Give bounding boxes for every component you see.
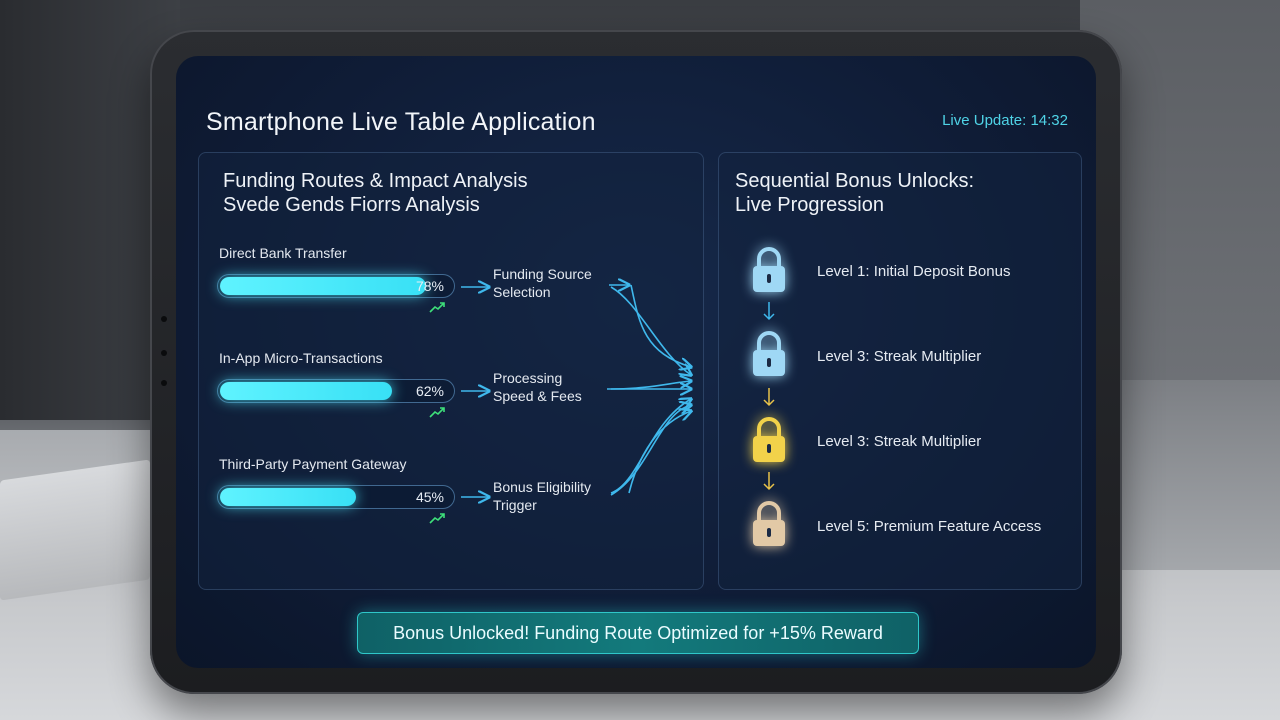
camera-dot — [161, 316, 167, 322]
route-progress-bar: 78% — [217, 274, 455, 298]
lock-icon — [753, 247, 785, 292]
live-update-status: Live Update: 14:32 — [942, 112, 1068, 129]
tablet-device: Smartphone Live Table Application Live U… — [150, 30, 1122, 694]
step-line: Trigger — [493, 497, 537, 513]
route-label-payment-gateway: Third-Party Payment Gateway — [219, 456, 407, 472]
lock-icon — [753, 331, 785, 376]
background-laptop-right — [1110, 380, 1280, 570]
sensor-dot — [161, 350, 167, 356]
down-arrow-icon — [763, 472, 775, 491]
trend-up-icon — [429, 407, 445, 418]
trend-up-icon — [429, 513, 445, 524]
funding-panel-title: Funding Routes & Impact Analysis — [223, 170, 528, 192]
route-progress-fill — [220, 277, 426, 295]
flow-curve — [630, 284, 691, 367]
app-title: Smartphone Live Table Application — [206, 108, 596, 136]
route-progress-bar: 45% — [217, 485, 455, 509]
lock-icon — [753, 501, 785, 546]
route-progress-bar: 62% — [217, 379, 455, 403]
bonus-panel-subtitle: Live Progression — [735, 194, 884, 216]
bonus-level-label: Level 3: Streak Multiplier — [817, 433, 982, 450]
route-progress-fill — [220, 382, 392, 400]
trend-up-icon — [429, 302, 445, 313]
bonus-unlocks-panel: Sequential Bonus Unlocks: Live Progressi… — [718, 152, 1082, 590]
down-arrow-icon — [763, 302, 775, 321]
step-line: Funding Source — [493, 266, 592, 282]
flow-curve — [610, 286, 691, 375]
route-percent: 78% — [415, 278, 444, 294]
bonus-level-label: Level 5: Premium Feature Access — [817, 518, 1042, 535]
funding-panel-subtitle: Svede Gends Fiorrs Analysis — [223, 194, 480, 216]
flow-curve — [610, 381, 691, 390]
bonus-level-label: Level 3: Streak Multiplier — [817, 348, 982, 365]
route-label-bank-transfer: Direct Bank Transfer — [219, 245, 347, 261]
flow-curve — [610, 399, 691, 494]
step-line: Bonus Eligibility — [493, 479, 592, 495]
background-laptop-left — [0, 459, 150, 601]
route-percent: 45% — [415, 489, 444, 505]
route-label-micro-transactions: In-App Micro-Transactions — [219, 350, 383, 366]
step-bonus-eligibility: Bonus Eligibility Trigger — [493, 478, 613, 514]
route-progress-fill — [220, 488, 356, 506]
sensor-dot — [161, 380, 167, 386]
route-percent: 62% — [415, 383, 444, 399]
bonus-level-label: Level 1: Initial Deposit Bonus — [817, 263, 1011, 280]
flow-diagram — [461, 153, 705, 591]
step-line: Selection — [493, 284, 551, 300]
step-line: Speed & Fees — [493, 388, 582, 404]
step-line: Processing — [493, 370, 563, 386]
bonus-unlocked-banner[interactable]: Bonus Unlocked! Funding Route Optimized … — [357, 612, 919, 654]
funding-routes-panel: Funding Routes & Impact Analysis Svede G… — [198, 152, 704, 590]
flow-curve — [610, 405, 691, 496]
step-processing-speed: Processing Speed & Fees — [493, 369, 613, 405]
step-funding-source: Funding Source Selection — [493, 265, 613, 301]
flow-curve — [628, 411, 691, 494]
lock-icon — [753, 417, 785, 462]
tablet-screen: Smartphone Live Table Application Live U… — [176, 56, 1096, 668]
down-arrow-icon — [763, 388, 775, 407]
bonus-panel-title: Sequential Bonus Unlocks: — [735, 170, 975, 192]
